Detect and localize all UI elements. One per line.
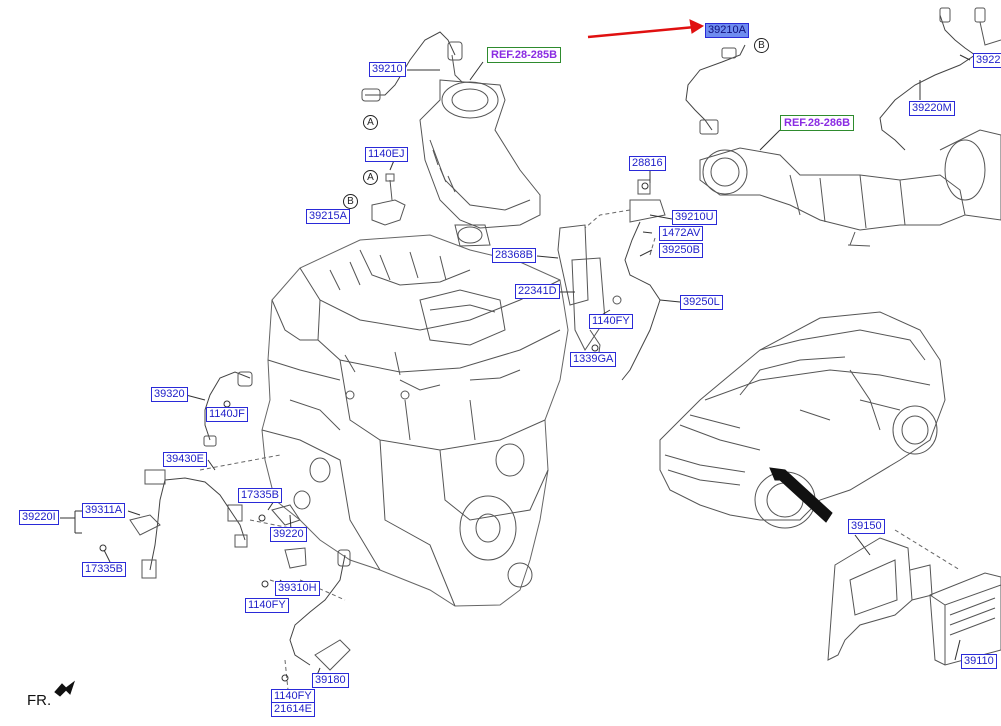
sensor-bracket [371, 173, 406, 226]
part-label-21614e[interactable]: 21614E [271, 702, 315, 717]
catalytic-converter-rear [699, 129, 1001, 247]
part-label-1140fy-mid[interactable]: 1140FY [589, 314, 633, 329]
part-label-1339ga[interactable]: 1339GA [570, 352, 617, 367]
part-label-39150[interactable]: 39150 [848, 519, 885, 534]
part-label-39110[interactable]: 39110 [961, 654, 997, 669]
callout-a-lower: A [363, 170, 378, 185]
part-label-39210u[interactable]: 39210U [672, 210, 717, 225]
part-label-17335b-lower[interactable]: 17335B [82, 562, 126, 577]
part-label-39220-top[interactable]: 3922 [973, 53, 1001, 68]
callout-b-left: B [343, 194, 358, 209]
engine-block [261, 234, 569, 607]
wiring-harness [129, 469, 248, 579]
part-label-39250b[interactable]: 39250B [659, 243, 703, 258]
reference-label-28-285b[interactable]: REF.28-285B [487, 47, 562, 63]
part-label-39311a[interactable]: 39311A [82, 503, 126, 518]
ecu-module [929, 572, 1001, 666]
location-arrow [769, 467, 833, 523]
part-label-1140fy-low[interactable]: 1140FY [245, 598, 289, 613]
part-label-1140ej[interactable]: 1140EJ [365, 147, 408, 162]
callout-a-upper: A [363, 115, 378, 130]
part-label-39215a[interactable]: 39215A [306, 209, 350, 224]
front-direction-label: FR. [27, 692, 52, 709]
part-label-28368b[interactable]: 28368B [492, 248, 536, 263]
part-label-39210[interactable]: 39210 [369, 62, 406, 77]
part-label-39220m[interactable]: 39220M [909, 101, 955, 116]
highlight-arrow [587, 19, 705, 39]
knock-sensor-wire [203, 371, 253, 447]
leader-lines [199, 209, 961, 691]
part-label-28816[interactable]: 28816 [629, 156, 666, 171]
catalytic-converter-front [419, 79, 541, 247]
egr-pipe [612, 179, 666, 381]
part-label-39250l[interactable]: 39250L [680, 295, 723, 310]
part-label-1472av[interactable]: 1472AV [659, 226, 704, 241]
ecu-bracket [827, 537, 933, 661]
part-label-39320[interactable]: 39320 [151, 387, 188, 402]
part-label-39180[interactable]: 39180 [312, 673, 349, 688]
part-label-39310h[interactable]: 39310H [275, 581, 320, 596]
oxygen-sensor-downstream [685, 44, 746, 135]
part-label-39210a[interactable]: 39210A [705, 23, 749, 38]
part-label-39430e[interactable]: 39430E [163, 452, 207, 467]
oxygen-sensor-rear [879, 7, 1001, 151]
front-direction-arrow [54, 680, 75, 697]
part-label-22341d[interactable]: 22341D [515, 284, 560, 299]
callout-b-right: B [754, 38, 769, 53]
part-label-1140fy-bottom[interactable]: 1140FY [271, 689, 315, 704]
cam-sensor [271, 504, 351, 671]
bolts [99, 182, 649, 682]
part-label-39220i[interactable]: 39220I [19, 510, 59, 525]
part-label-39220[interactable]: 39220 [270, 527, 307, 542]
reference-label-28-286b[interactable]: REF.28-286B [780, 115, 855, 131]
oxygen-sensor-upstream [361, 31, 463, 102]
part-label-1140jf[interactable]: 1140JF [206, 407, 248, 422]
part-label-17335b-upper[interactable]: 17335B [238, 488, 282, 503]
